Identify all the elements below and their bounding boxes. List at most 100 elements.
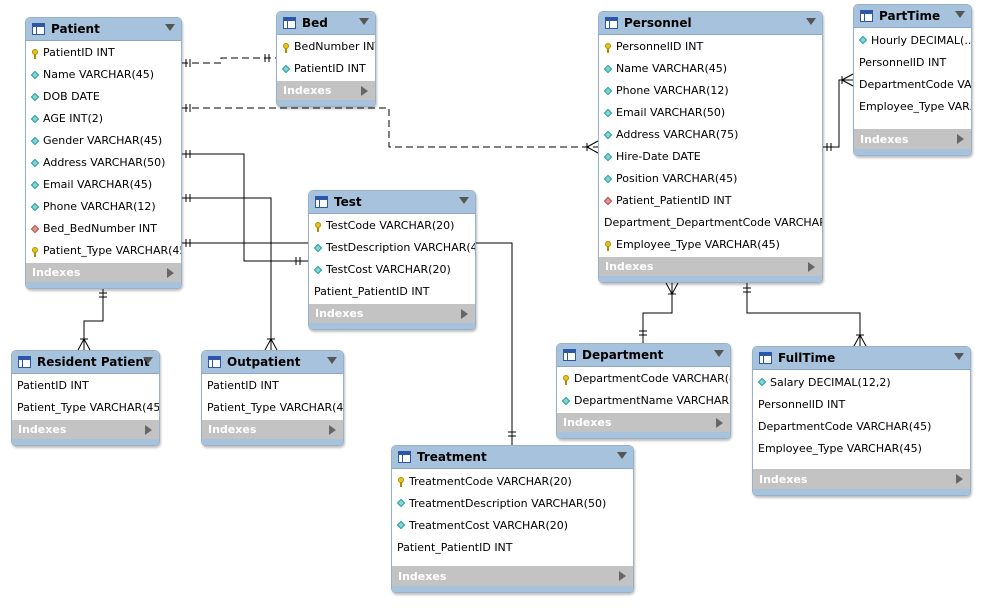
- indexes-section[interactable]: Indexes: [557, 412, 730, 433]
- column-row[interactable]: DepartmentName VARCHAR(45): [557, 390, 730, 412]
- entity-header[interactable]: PartTime: [854, 5, 971, 28]
- column-text: TestDescription VARCHAR(45): [326, 241, 476, 255]
- column-row[interactable]: TreatmentCost VARCHAR(20): [392, 514, 633, 536]
- entity-header[interactable]: Test: [309, 191, 475, 214]
- column-row[interactable]: AGE INT(2): [26, 108, 181, 130]
- indexes-section[interactable]: Indexes: [854, 129, 971, 149]
- column-row[interactable]: Hire-Date DATE: [599, 146, 822, 168]
- column-row[interactable]: Employee_Type VAR...: [854, 95, 971, 117]
- entity-header[interactable]: Resident Patient: [12, 351, 159, 374]
- column-row[interactable]: PatientID INT: [12, 375, 159, 397]
- entity-header[interactable]: Personnel: [599, 12, 822, 35]
- entity-header[interactable]: FullTime: [753, 347, 970, 370]
- column-row[interactable]: PersonnelID INT: [854, 51, 971, 73]
- collapse-triangle-icon[interactable]: [165, 24, 175, 31]
- expand-arrow-icon[interactable]: [361, 85, 368, 96]
- indexes-section[interactable]: Indexes: [309, 303, 475, 324]
- column-row[interactable]: DepartmentCode VARCHAR(45): [557, 368, 730, 390]
- indexes-section[interactable]: Indexes: [599, 256, 822, 277]
- entity-header[interactable]: Treatment: [392, 446, 633, 469]
- column-row[interactable]: Patient_Type VARCHAR(45): [26, 240, 181, 262]
- column-row[interactable]: TestDescription VARCHAR(45): [309, 237, 475, 259]
- expand-arrow-icon[interactable]: [461, 308, 468, 319]
- column-row[interactable]: Department_DepartmentCode VARCHAR(45): [599, 212, 822, 234]
- column-row[interactable]: DepartmentCode VARCHAR(45): [753, 415, 970, 437]
- indexes-section[interactable]: Indexes: [26, 262, 181, 283]
- column-row[interactable]: Patient_Type VARCHAR(45): [202, 397, 343, 419]
- column-row[interactable]: DOB DATE: [26, 86, 181, 108]
- column-row[interactable]: DepartmentCode VA...: [854, 73, 971, 95]
- column-row[interactable]: BedNumber INT: [277, 36, 375, 58]
- expand-arrow-icon[interactable]: [145, 424, 152, 435]
- column-row[interactable]: TestCost VARCHAR(20): [309, 259, 475, 281]
- table-icon: [860, 10, 873, 22]
- column-row[interactable]: PatientID INT: [277, 58, 375, 80]
- column-row[interactable]: Name VARCHAR(45): [599, 58, 822, 80]
- expand-arrow-icon[interactable]: [329, 424, 336, 435]
- entity-header[interactable]: Department: [557, 344, 730, 367]
- column-row[interactable]: Email VARCHAR(45): [26, 174, 181, 196]
- collapse-triangle-icon[interactable]: [954, 353, 964, 360]
- collapse-triangle-icon[interactable]: [806, 18, 816, 25]
- entity-title: Department: [582, 347, 664, 362]
- entity-header[interactable]: Bed: [277, 12, 375, 35]
- entity-header[interactable]: Outpatient: [202, 351, 343, 374]
- column-row[interactable]: Address VARCHAR(50): [26, 152, 181, 174]
- entity-header[interactable]: Patient: [26, 18, 181, 41]
- column-row[interactable]: Patient_PatientID INT: [599, 190, 822, 212]
- expand-arrow-icon[interactable]: [716, 417, 723, 428]
- column-row[interactable]: Email VARCHAR(50): [599, 102, 822, 124]
- expand-arrow-icon[interactable]: [956, 474, 963, 484]
- column-row[interactable]: Phone VARCHAR(12): [599, 80, 822, 102]
- column-row[interactable]: Gender VARCHAR(45): [26, 130, 181, 152]
- column-row[interactable]: Hourly DECIMAL(...: [854, 29, 971, 51]
- indexes-section[interactable]: Indexes: [202, 419, 343, 440]
- expand-arrow-icon[interactable]: [808, 261, 815, 272]
- column-row[interactable]: PatientID INT: [26, 42, 181, 64]
- column-row[interactable]: TreatmentCode VARCHAR(20): [392, 470, 633, 492]
- column-row[interactable]: Employee_Type VARCHAR(45): [599, 234, 822, 256]
- collapse-triangle-icon[interactable]: [359, 18, 369, 25]
- indexes-section[interactable]: Indexes: [12, 419, 159, 440]
- indexes-section[interactable]: Indexes: [277, 80, 375, 101]
- column-row[interactable]: TestCode VARCHAR(20): [309, 215, 475, 237]
- collapse-triangle-icon[interactable]: [714, 350, 724, 357]
- column-row[interactable]: Patient_Type VARCHAR(45): [12, 397, 159, 419]
- collapse-triangle-icon[interactable]: [617, 452, 627, 459]
- collapse-triangle-icon[interactable]: [327, 357, 337, 364]
- column-row[interactable]: Patient_PatientID INT: [392, 536, 633, 558]
- expand-arrow-icon[interactable]: [167, 267, 174, 278]
- expand-arrow-icon[interactable]: [957, 134, 964, 144]
- column-row[interactable]: Phone VARCHAR(12): [26, 196, 181, 218]
- column-row[interactable]: TreatmentDescription VARCHAR(50): [392, 492, 633, 514]
- collapse-triangle-icon[interactable]: [955, 11, 965, 18]
- indexes-section[interactable]: Indexes: [753, 469, 970, 489]
- column-row[interactable]: Employee_Type VARCHAR(45): [753, 437, 970, 459]
- column-row[interactable]: PersonnelID INT: [753, 393, 970, 415]
- column-row[interactable]: Bed_BedNumber INT: [26, 218, 181, 240]
- column-diamond-icon: [859, 36, 867, 44]
- column-row[interactable]: Position VARCHAR(45): [599, 168, 822, 190]
- column-row[interactable]: Address VARCHAR(75): [599, 124, 822, 146]
- column-row[interactable]: Salary DECIMAL(12,2): [753, 371, 970, 393]
- column-row[interactable]: PersonnelID INT: [599, 36, 822, 58]
- column-row[interactable]: Name VARCHAR(45): [26, 64, 181, 86]
- column-row[interactable]: PatientID INT: [202, 375, 343, 397]
- expand-arrow-icon[interactable]: [619, 571, 626, 581]
- column-diamond-icon: [314, 266, 322, 274]
- indexes-section[interactable]: Indexes: [392, 566, 633, 586]
- column-row[interactable]: Patient_PatientID INT: [309, 281, 475, 303]
- collapse-triangle-icon[interactable]: [459, 197, 469, 204]
- collapse-triangle-icon[interactable]: [143, 357, 153, 364]
